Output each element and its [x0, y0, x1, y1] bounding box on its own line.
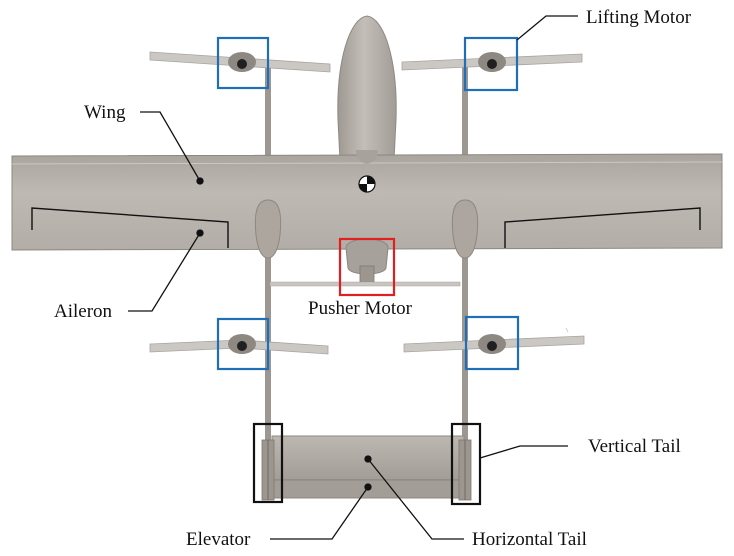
wing-leader-dot	[196, 177, 204, 185]
left-aileron-outline	[31, 207, 229, 248]
aileron-leader-dot	[196, 229, 204, 237]
fuselage-center	[356, 150, 378, 164]
front-right-propeller	[401, 52, 583, 72]
aileron-leader	[128, 232, 201, 312]
pusher-motor-label: Pusher Motor	[308, 298, 412, 319]
aileron-label: Aileron	[54, 301, 113, 322]
wing-label: Wing	[84, 102, 126, 123]
center-of-gravity-icon	[358, 175, 376, 193]
wing	[11, 153, 723, 251]
vertical-tail-boxes	[252, 422, 482, 506]
lifting-motor-label: Lifting Motor	[586, 7, 692, 28]
lifting-motor-box-front-left	[216, 36, 270, 90]
lifting-motor-boxes	[216, 36, 520, 371]
horizontal-tail-leader-dot	[364, 455, 372, 463]
right-boom	[462, 60, 468, 500]
right-boom-pod	[451, 199, 479, 259]
elevator-leader	[270, 486, 369, 540]
lifting-motor-box-rear-right	[464, 315, 520, 371]
fuselage	[337, 15, 397, 161]
rear-right-propeller	[403, 334, 585, 354]
pusher-motor-box	[338, 237, 396, 297]
elevator-label: Elevator	[186, 529, 251, 550]
lifting-motor-box-rear-left	[216, 317, 270, 371]
pusher-propeller	[269, 281, 461, 287]
tail-booms	[265, 60, 468, 500]
lifting-motor-box-front-right	[463, 36, 519, 92]
vertical-tail-box-left	[252, 422, 284, 504]
vertical-tail-box-right	[450, 422, 482, 506]
left-boom-pod	[254, 199, 282, 259]
front-left-propeller	[149, 51, 331, 73]
left-boom	[265, 60, 271, 500]
rear-left-propeller	[149, 334, 329, 355]
right-aileron-outline	[504, 207, 701, 248]
horizontal-tail-leader	[367, 458, 464, 540]
rear-fuselage	[345, 238, 389, 275]
elevator-leader-dot	[364, 483, 372, 491]
vertical-tail-leader	[479, 445, 568, 459]
wing-leader	[140, 111, 201, 182]
left-vertical-tail	[261, 439, 275, 501]
horizontal-tail-label: Horizontal Tail	[472, 529, 587, 550]
leader-lines	[128, 15, 578, 540]
right-vertical-tail	[458, 439, 472, 501]
vertical-tail-label: Vertical Tail	[588, 436, 681, 457]
lifting-motor-leader	[516, 15, 578, 41]
